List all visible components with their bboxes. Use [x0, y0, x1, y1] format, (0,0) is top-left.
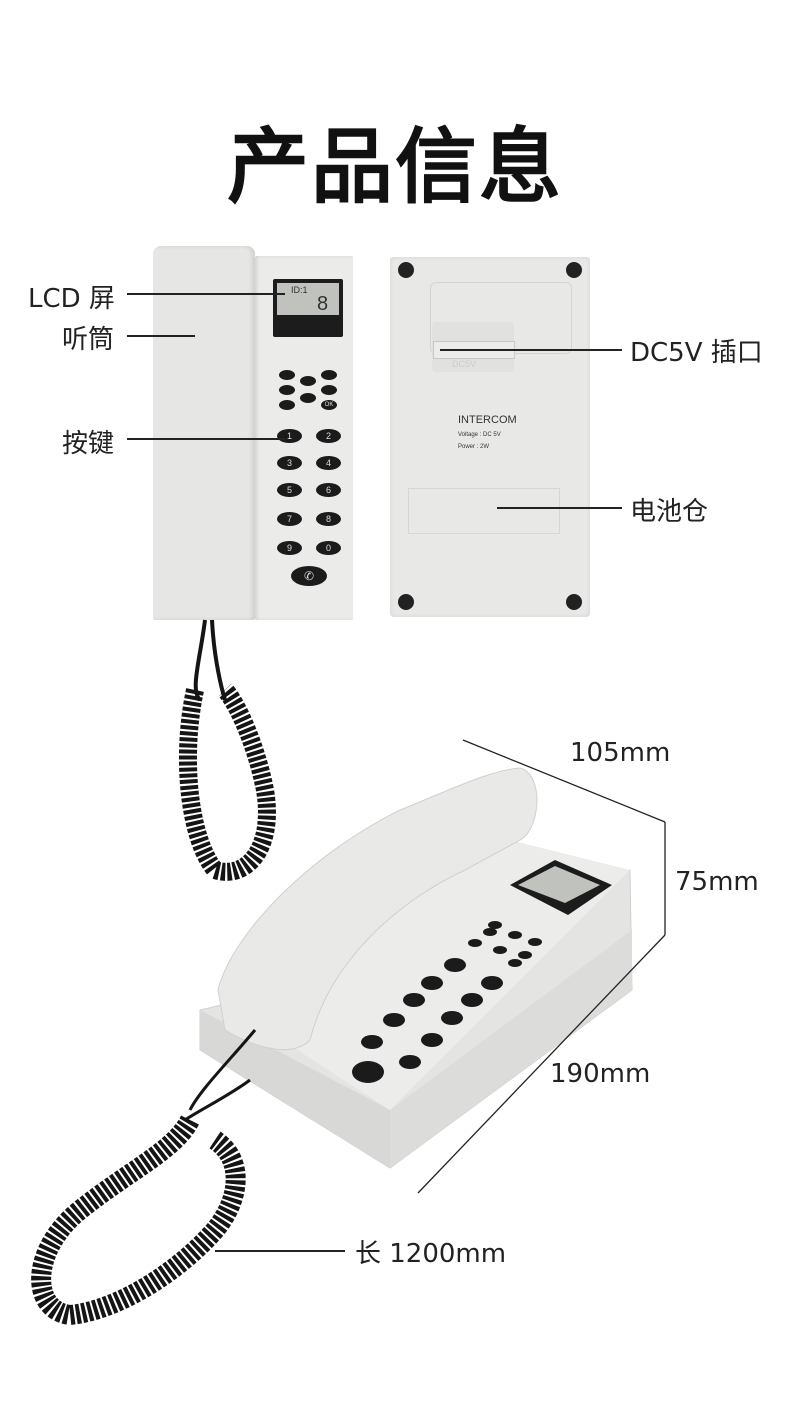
rubber-foot [566, 594, 582, 610]
brand-label: INTERCOM [458, 414, 517, 426]
key-8[interactable]: 8 [316, 512, 341, 526]
rubber-foot [566, 262, 582, 278]
phone-3d-handset [217, 767, 538, 1051]
key-7[interactable]: 7 [277, 512, 302, 526]
key-5[interactable]: 5 [277, 483, 302, 497]
key-0[interactable]: 0 [316, 541, 341, 555]
down-key[interactable] [300, 393, 316, 403]
label-battery: 电池仓 [630, 497, 709, 527]
coiled-cord-3d [184, 1078, 251, 1122]
voltage-label: Voltage : DC 5V [458, 432, 501, 438]
label-height: 75mm [675, 867, 759, 897]
label-dc-port: DC5V 插口 [630, 338, 763, 368]
leader-line [127, 335, 195, 337]
key-1[interactable]: 1 [277, 429, 302, 443]
leader-line [127, 293, 285, 295]
nav-key[interactable] [321, 385, 337, 395]
nav-key[interactable] [279, 400, 295, 410]
back-panel: DC5V INTERCOM Voltage : DC 5V Power : 2W [390, 257, 590, 617]
dimension-line-length [417, 934, 666, 1194]
nav-key[interactable] [321, 370, 337, 380]
coiled-cord-3d [188, 1029, 257, 1111]
lcd-screen: ID:1 8 [273, 279, 343, 337]
leader-line [127, 438, 285, 440]
coiled-cord [210, 619, 227, 701]
rubber-foot [398, 262, 414, 278]
page-title: 产品信息 [226, 120, 563, 215]
coiled-cord [179, 683, 276, 881]
label-length: 190mm [550, 1059, 651, 1089]
leader-line [497, 507, 622, 509]
key-6[interactable]: 6 [316, 483, 341, 497]
key-9[interactable]: 9 [277, 541, 302, 555]
leader-line [215, 1250, 345, 1252]
power-label: Power : 2W [458, 444, 490, 450]
call-key[interactable]: ✆ [291, 566, 327, 586]
coiled-cord-3d [31, 1115, 246, 1326]
key-3[interactable]: 3 [277, 456, 302, 470]
key-2[interactable]: 2 [316, 429, 341, 443]
key-4[interactable]: 4 [316, 456, 341, 470]
leader-line [440, 349, 622, 351]
handset [153, 246, 255, 620]
label-handset: 听筒 [62, 325, 115, 355]
battery-compartment [408, 488, 560, 534]
label-width: 105mm [570, 738, 671, 768]
label-keys: 按键 [62, 429, 115, 459]
front-phone: ID:1 8 OK 1 2 3 4 5 6 7 8 9 0 ✆ [153, 246, 353, 621]
lcd-digit: 8 [317, 293, 329, 315]
ok-key[interactable]: OK [321, 400, 337, 410]
up-key[interactable] [300, 376, 316, 386]
nav-key[interactable] [279, 370, 295, 380]
coiled-cord [193, 619, 207, 702]
label-lcd: LCD 屏 [28, 284, 115, 314]
phone-3d-keypad [352, 921, 542, 1083]
dimension-line-width [462, 739, 666, 823]
rubber-foot [398, 594, 414, 610]
label-cord-length: 长 1200mm [355, 1239, 507, 1269]
port-marking: DC5V [452, 359, 477, 369]
nav-key[interactable] [279, 385, 295, 395]
lcd-id: ID:1 [291, 285, 308, 295]
